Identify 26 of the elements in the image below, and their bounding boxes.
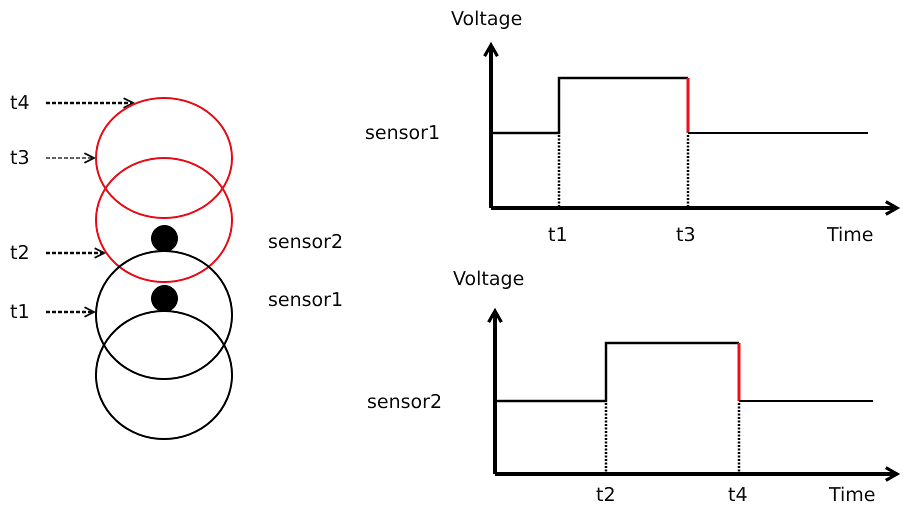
time-label: t4 (728, 484, 748, 506)
time-label: t4 (10, 92, 30, 114)
axis-title: Voltage (451, 8, 522, 30)
signal-label: sensor2 (367, 391, 442, 413)
time-label: t1 (548, 224, 568, 246)
time-label: t1 (10, 301, 30, 323)
time-label: t3 (10, 147, 30, 169)
sensor-label: sensor2 (268, 231, 344, 253)
signal-label: sensor1 (365, 122, 440, 144)
time-label: t2 (10, 242, 30, 264)
dashed-arrow (46, 247, 106, 259)
sensor-label: sensor1 (268, 289, 344, 311)
sensor-dot (150, 224, 178, 252)
circle-outline (95, 97, 233, 219)
dashed-arrow (46, 97, 134, 109)
axis-title: Time (829, 484, 876, 506)
dashed-arrow (46, 152, 95, 164)
sensor-dot (150, 284, 178, 312)
time-label: t2 (596, 484, 616, 506)
axis-title: Time (827, 224, 874, 246)
circle-outline (95, 157, 233, 283)
time-label: t3 (676, 224, 696, 246)
dashed-arrow (46, 306, 95, 318)
circle-outline (95, 250, 233, 380)
axis-title: Voltage (453, 268, 524, 290)
circle-outline (95, 310, 233, 440)
